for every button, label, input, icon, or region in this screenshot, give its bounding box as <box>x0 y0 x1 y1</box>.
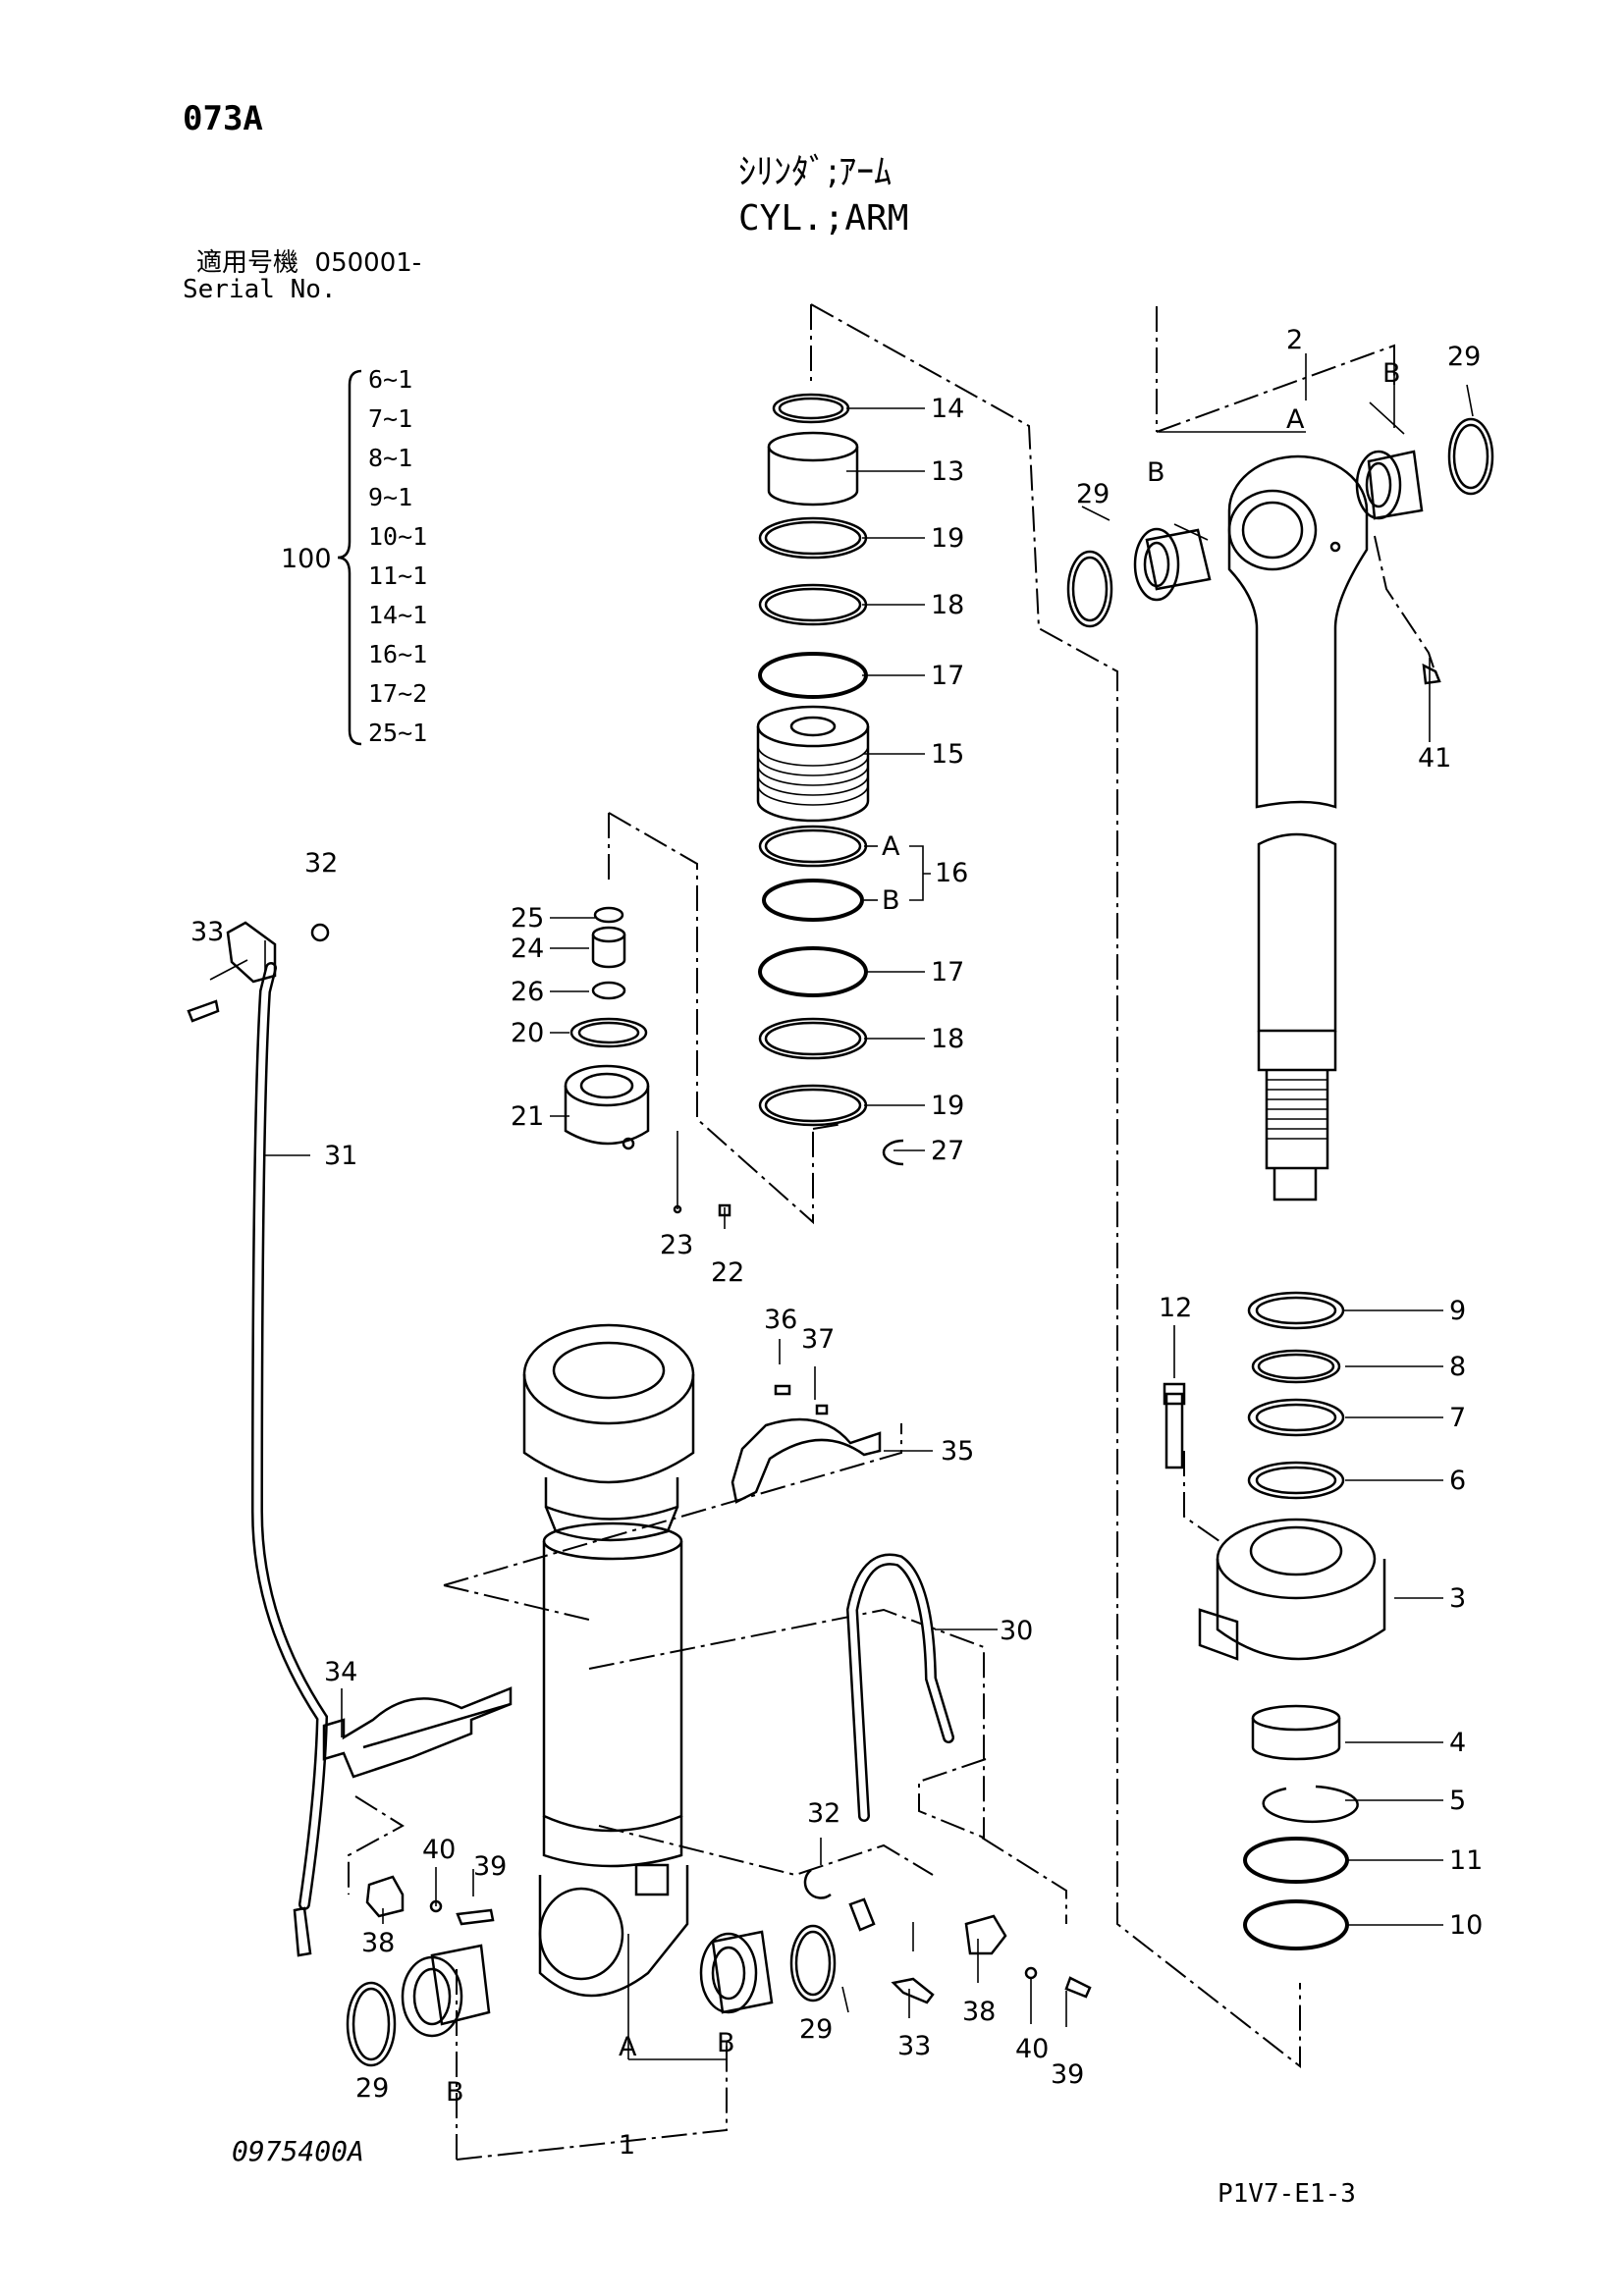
callout-23: 23 <box>660 1230 693 1260</box>
callout-2-a: A <box>1286 404 1305 435</box>
callout-34: 34 <box>324 1657 357 1687</box>
callout-11: 11 <box>1449 1845 1483 1876</box>
callout-3: 3 <box>1449 1583 1466 1614</box>
callout-7: 7 <box>1449 1403 1466 1433</box>
callout-2-b-right: B <box>1382 358 1401 389</box>
kit-item: 17~2 <box>368 679 428 708</box>
callout-29-top-right: 29 <box>1447 342 1481 372</box>
callout-1-b-left: B <box>446 2077 464 2108</box>
seal-stack <box>756 393 904 1166</box>
kit-item: 14~1 <box>368 601 428 629</box>
kit-item: 10~1 <box>368 522 428 551</box>
kit-item: 7~1 <box>368 404 413 433</box>
kit-item: 25~1 <box>368 719 428 747</box>
callout-16-a: A <box>882 831 900 862</box>
cylinder-tube <box>522 1323 695 1998</box>
callout-15: 15 <box>931 739 964 770</box>
callout-16-b: B <box>882 885 900 916</box>
serial-row: 適用号機 050001- <box>196 250 421 276</box>
serial-label-ja: 適用号機 <box>196 248 299 278</box>
kit-brace <box>337 369 362 746</box>
callout-33-lower: 33 <box>897 2031 931 2061</box>
callout-20: 20 <box>511 1018 544 1048</box>
drawing-number: 0975400A <box>232 2135 364 2167</box>
callout-26: 26 <box>511 977 544 1007</box>
callout-10: 10 <box>1449 1910 1483 1941</box>
callout-4: 4 <box>1449 1728 1466 1758</box>
callout-38-left: 38 <box>361 1928 395 1958</box>
callout-1: 1 <box>619 2130 635 2161</box>
kit-item: 6~1 <box>368 365 413 394</box>
callout-1-b-right: B <box>717 2028 735 2058</box>
callout-30: 30 <box>1000 1616 1033 1646</box>
callout-5: 5 <box>1449 1786 1466 1816</box>
title-japanese: ｼﾘﾝﾀﾞ;ｱｰﾑ <box>738 152 893 192</box>
rod-end-bushings <box>1066 417 1494 628</box>
callout-39-right: 39 <box>1051 2059 1084 2090</box>
callout-12: 12 <box>1159 1293 1192 1323</box>
callout-40-left: 40 <box>422 1835 456 1865</box>
bottom-bushings <box>346 1924 837 2067</box>
page-code: 073A <box>183 99 263 138</box>
callout-6: 6 <box>1449 1466 1466 1496</box>
callout-labels: 14 13 19 18 17 15 A B 16 17 18 19 27 25 … <box>190 325 1483 2161</box>
callout-19-lower: 19 <box>931 1091 964 1121</box>
callout-2: 2 <box>1286 325 1303 355</box>
kit-number: 100 <box>281 544 332 574</box>
sheet-reference: P1V7-E1-3 <box>1218 2179 1356 2209</box>
callout-32-lower: 32 <box>807 1798 840 1829</box>
callout-36: 36 <box>764 1305 797 1335</box>
callout-31: 31 <box>324 1141 357 1171</box>
callout-27: 27 <box>931 1136 964 1166</box>
callout-29-top-left: 29 <box>1076 479 1110 509</box>
callout-1-a: A <box>619 2032 637 2062</box>
callout-25: 25 <box>511 903 544 934</box>
callout-16: 16 <box>935 858 968 888</box>
callout-19: 19 <box>931 523 964 554</box>
gland-parts <box>564 906 731 1217</box>
callout-40-right: 40 <box>1015 2034 1049 2064</box>
callout-41: 41 <box>1418 743 1451 774</box>
serial-label-en: Serial No. <box>183 275 337 304</box>
serial-value: 050001- <box>314 248 422 278</box>
piston-rod-assembly <box>1227 454 1441 1201</box>
callout-18-lower: 18 <box>931 1024 964 1054</box>
callout-8: 8 <box>1449 1352 1466 1382</box>
callout-37: 37 <box>801 1324 835 1355</box>
callout-35: 35 <box>941 1436 974 1467</box>
leader-lines <box>209 353 1474 2060</box>
callout-17-lower: 17 <box>931 957 964 988</box>
kit-item: 16~1 <box>368 640 428 668</box>
pipe-lines <box>187 921 1092 2004</box>
callout-24: 24 <box>511 934 544 964</box>
kit-item: 9~1 <box>368 483 413 511</box>
callout-32-top: 32 <box>304 848 338 879</box>
callout-14: 14 <box>931 394 964 424</box>
callout-2-b-left: B <box>1147 457 1165 488</box>
callout-29-bottom-left: 29 <box>355 2073 389 2104</box>
callout-9: 9 <box>1449 1296 1466 1326</box>
callout-18: 18 <box>931 590 964 620</box>
kit-item: 11~1 <box>368 561 428 590</box>
assembly-outline-lines <box>348 303 1435 2161</box>
piston-assembly <box>1163 1291 1386 1950</box>
callout-16-bracket <box>909 845 931 901</box>
callout-22: 22 <box>711 1257 744 1288</box>
callout-21: 21 <box>511 1101 544 1132</box>
kit-item: 8~1 <box>368 444 413 472</box>
callout-13: 13 <box>931 456 964 487</box>
callout-29-bottom-right: 29 <box>799 2014 833 2045</box>
callout-38-right: 38 <box>962 1997 996 2027</box>
callout-33-top: 33 <box>190 917 224 947</box>
callout-17: 17 <box>931 661 964 691</box>
title-english: CYL.;ARM <box>738 198 909 239</box>
callout-39-left: 39 <box>473 1851 507 1882</box>
